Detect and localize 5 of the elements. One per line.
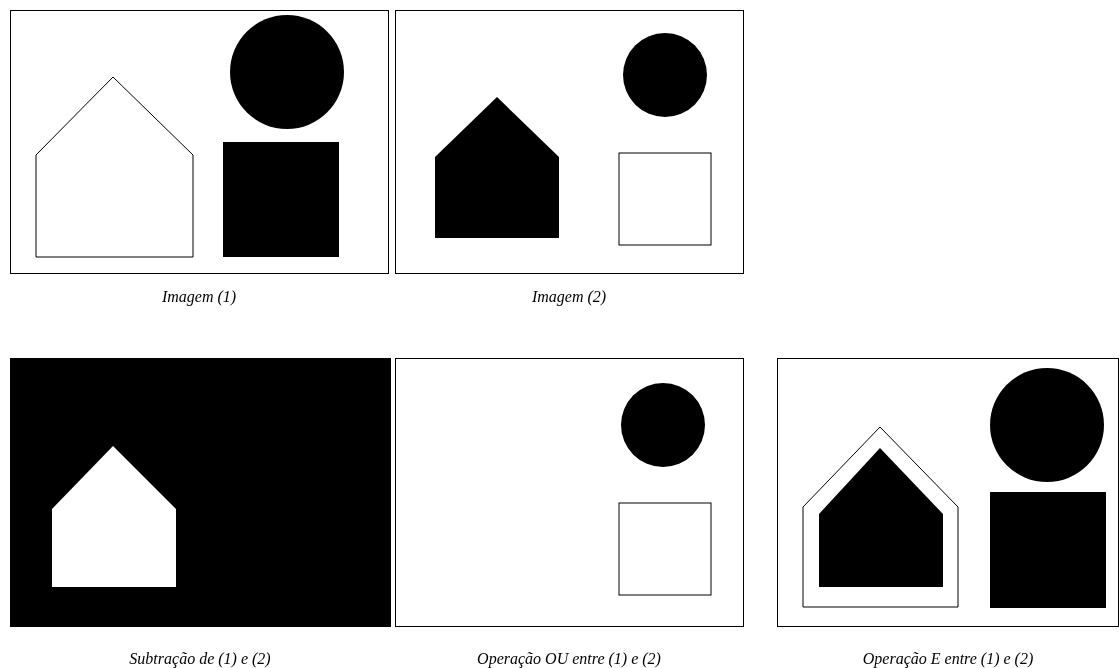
image-caption: Subtração de (1) e (2) xyxy=(129,650,271,668)
image-caption: Imagem (1) xyxy=(161,288,237,306)
image-caption: Imagem (2) xyxy=(531,288,607,306)
image-caption: Operação E entre (1) e (2) xyxy=(862,650,1034,668)
image-caption: Operação OU entre (1) e (2) xyxy=(477,650,661,668)
